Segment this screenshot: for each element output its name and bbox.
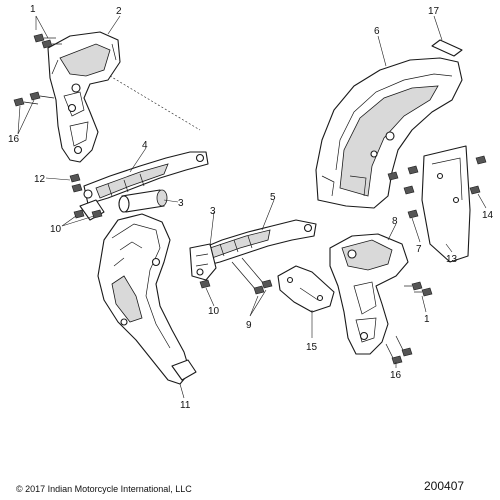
part-10-fastener-center bbox=[199, 279, 211, 289]
callout-14: 14 bbox=[482, 210, 494, 221]
callout-10-left: 10 bbox=[50, 224, 62, 235]
callout-1-top: 1 bbox=[30, 4, 36, 15]
part-11-frame bbox=[97, 213, 197, 385]
part-13-plate-bracket bbox=[421, 145, 471, 263]
callout-16-left: 16 bbox=[8, 134, 20, 145]
part-16-bolts-left bbox=[13, 91, 55, 107]
part-3-bracket-lower bbox=[189, 243, 217, 281]
part-12-fasteners bbox=[69, 173, 83, 193]
callout-2: 2 bbox=[116, 6, 122, 17]
callout-8: 8 bbox=[392, 216, 398, 227]
part-3-spacer-upper bbox=[118, 189, 168, 213]
callout-10-center: 10 bbox=[208, 306, 220, 317]
drawing-number: 200407 bbox=[424, 479, 465, 493]
part-1-bolts-top bbox=[33, 33, 62, 49]
part-6-rear-fender bbox=[315, 57, 463, 209]
callout-3-upper: 3 bbox=[178, 198, 184, 209]
callout-labels: 1 2 17 6 16 4 12 3 10 5 3 8 14 7 13 10 9… bbox=[8, 4, 494, 411]
part-2-bracket bbox=[47, 31, 121, 163]
part-8-bracket bbox=[329, 233, 409, 355]
leader-lines bbox=[17, 15, 487, 399]
part-1-fasteners-right bbox=[404, 281, 433, 297]
part-9-bolts bbox=[231, 257, 273, 295]
callout-5: 5 bbox=[270, 192, 276, 203]
part-16-bolts-right bbox=[385, 335, 413, 365]
callout-13: 13 bbox=[446, 254, 458, 265]
callout-12: 12 bbox=[34, 174, 46, 185]
part-10-fasteners-left bbox=[73, 209, 103, 219]
copyright-notice: © 2017 Indian Motorcycle International, … bbox=[16, 484, 192, 494]
part-4-rail bbox=[79, 151, 209, 221]
callout-4: 4 bbox=[142, 140, 148, 151]
callout-3-lower: 3 bbox=[210, 206, 216, 217]
callout-15: 15 bbox=[306, 342, 318, 353]
callout-7: 7 bbox=[416, 244, 422, 255]
part-17-strip bbox=[431, 39, 463, 57]
fender-fasteners bbox=[387, 155, 487, 219]
assembly-line bbox=[109, 75, 201, 131]
part-15-plate bbox=[277, 265, 335, 313]
callout-6: 6 bbox=[374, 26, 380, 37]
callout-11: 11 bbox=[180, 400, 191, 411]
callout-9: 9 bbox=[246, 320, 252, 331]
callout-16-right: 16 bbox=[390, 370, 402, 381]
callout-1-right: 1 bbox=[424, 314, 430, 325]
callout-17: 17 bbox=[428, 6, 440, 17]
part-5-rail bbox=[197, 219, 317, 267]
